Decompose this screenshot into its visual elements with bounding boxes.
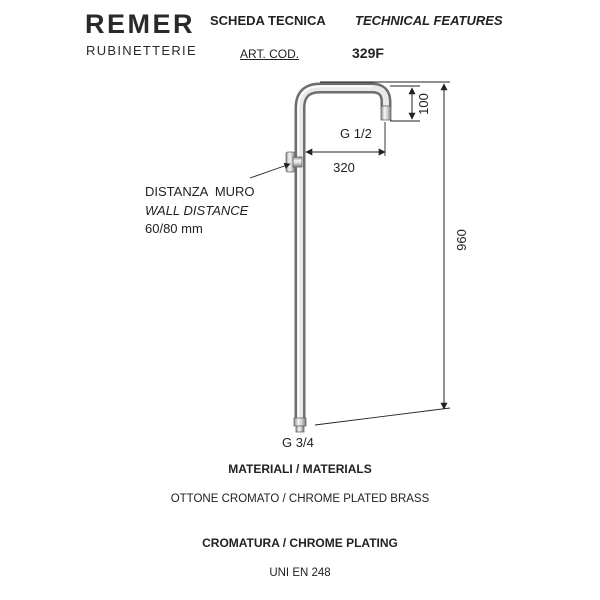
shower-column-pipe xyxy=(293,82,392,433)
dimension-320: 320 xyxy=(305,122,386,175)
dim-100-label: 100 xyxy=(416,93,431,115)
plating-value: UNI EN 248 xyxy=(269,567,331,579)
dim-320-label: 320 xyxy=(333,160,355,175)
dimension-960: 960 xyxy=(314,81,469,426)
connector-top-label: G 1/2 xyxy=(340,126,372,141)
bottom-thread xyxy=(295,425,305,433)
brand-subtitle: RUBINETTERIE xyxy=(86,43,197,58)
wall-distance-it: DISTANZA MURO xyxy=(145,184,255,199)
dimension-100: 100 xyxy=(390,85,431,122)
top-connector xyxy=(380,105,392,121)
connector-bottom-label: G 3/4 xyxy=(282,435,314,450)
dim-960-label: 960 xyxy=(454,229,469,251)
art-cod-label: ART. COD. xyxy=(240,47,300,61)
brand-logo: REMER xyxy=(85,9,196,39)
wall-distance-en: WALL DISTANCE xyxy=(145,203,249,218)
materials-heading: MATERIALI / MATERIALS xyxy=(228,462,372,476)
plating-heading: CROMATURA / CHROME PLATING xyxy=(202,536,398,550)
technical-features-label: TECHNICAL FEATURES xyxy=(355,13,503,28)
article-code: 329F xyxy=(352,45,384,61)
wall-distance-leader xyxy=(249,162,291,179)
bottom-nut xyxy=(293,417,307,427)
wall-distance-value: 60/80 mm xyxy=(145,221,203,236)
materials-value: OTTONE CROMATO / CHROME PLATED BRASS xyxy=(170,493,430,505)
scheda-tecnica-label: SCHEDA TECNICA xyxy=(210,13,326,28)
